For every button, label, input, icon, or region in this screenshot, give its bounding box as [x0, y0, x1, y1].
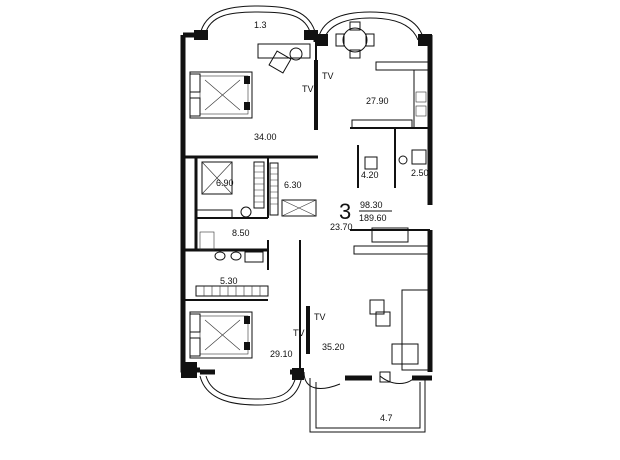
unit-number: 3 [339, 199, 351, 224]
tv-top [314, 60, 318, 130]
wardrobes [195, 161, 317, 297]
desk-top [257, 43, 311, 74]
balcony [303, 371, 426, 433]
tv-label-2: TV [302, 84, 314, 94]
area-label-bay-top: 1.3 [254, 20, 267, 30]
living-furniture [353, 227, 431, 383]
area-label-balcony: 4.7 [380, 413, 393, 423]
area-label-wc: 4.20 [361, 170, 379, 180]
area-label-wardrobe-b: 6.30 [284, 180, 302, 190]
kitchen-counter [351, 61, 429, 129]
area-label-living: 35.20 [322, 342, 345, 352]
tv-label-1: TV [322, 71, 334, 81]
bay-window-bottom [181, 362, 304, 406]
area-label-bathroom: 8.50 [232, 228, 250, 238]
interior-walls [183, 40, 430, 372]
area-label-shower: 2.50 [411, 168, 429, 178]
tv-label-3: TV [314, 312, 326, 322]
room-labels: 1.3 34.00 27.90 6.90 6.30 4.20 2.50 23.7… [216, 20, 429, 423]
area-label-wardrobe-a: 6.90 [216, 178, 234, 188]
bay-window-kitchen [316, 11, 432, 46]
area-living-total: 98.30 [360, 200, 383, 210]
bath-fixtures [195, 149, 427, 263]
bay-window-top [194, 5, 318, 40]
area-label-bedroom-top: 34.00 [254, 132, 277, 142]
bed-bottom [189, 311, 253, 359]
area-label-dressing: 5.30 [220, 276, 238, 286]
area-label-bedroom-bottom: 29.10 [270, 349, 293, 359]
tv-bottom [306, 306, 310, 354]
dining-table [335, 21, 375, 59]
area-label-kitchen: 27.90 [366, 96, 389, 106]
tv-label-4: TV [293, 328, 305, 338]
area-label-hall: 23.70 [330, 222, 353, 232]
bed-top [189, 71, 253, 119]
area-total: 189.60 [359, 213, 387, 223]
